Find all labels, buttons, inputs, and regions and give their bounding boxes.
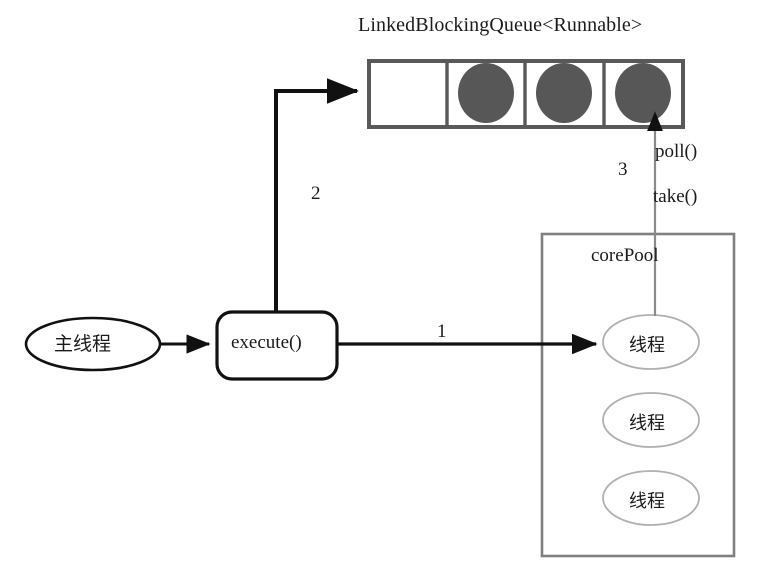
poll-method-label: poll() <box>655 141 698 162</box>
thread-label: 线程 <box>629 491 665 512</box>
queue-task-circle <box>536 63 592 123</box>
step-2-label: 2 <box>311 183 321 204</box>
execute-label: execute() <box>231 332 302 353</box>
core-pool-threads <box>602 314 700 526</box>
thread-label: 线程 <box>629 413 665 434</box>
execute-box[interactable] <box>215 310 339 381</box>
queue-box <box>367 59 685 129</box>
arrow-step2-execute-to-queue <box>274 78 359 311</box>
thread-label: 线程 <box>629 335 665 356</box>
main-thread-label: 主线程 <box>54 333 112 355</box>
queue-title-label: LinkedBlockingQueue<Runnable> <box>358 14 643 36</box>
thread-ellipse[interactable] <box>602 392 700 448</box>
step-1-label: 1 <box>437 321 447 342</box>
thread-ellipse[interactable] <box>602 314 700 370</box>
thread-ellipse[interactable] <box>602 470 700 526</box>
queue-task-circle <box>615 63 671 123</box>
main-thread-ellipse[interactable] <box>24 316 162 372</box>
queue-task-circle <box>458 63 514 123</box>
core-pool-label: corePool <box>591 245 659 266</box>
step-3-label: 3 <box>618 159 628 180</box>
take-method-label: take() <box>653 186 698 207</box>
